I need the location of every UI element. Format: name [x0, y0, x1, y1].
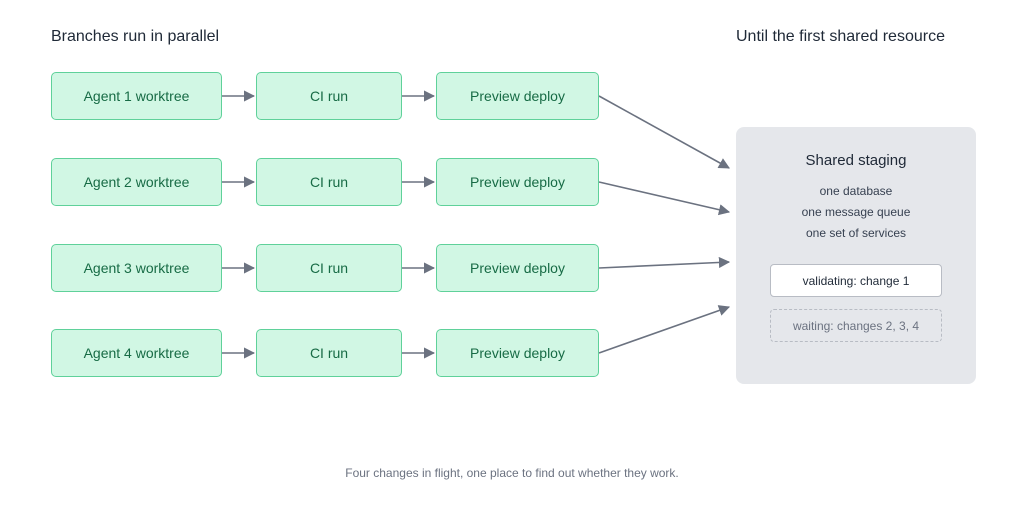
preview-deploy-node-2: Preview deploy — [436, 158, 599, 206]
ci-run-node-3: CI run — [256, 244, 402, 292]
ci-run-node-1: CI run — [256, 72, 402, 120]
resource-services: one set of services — [805, 226, 907, 240]
diagram-caption: Four changes in flight, one place to fin… — [345, 466, 679, 480]
left-heading: Branches run in parallel — [51, 28, 220, 45]
right-heading: Until the first shared resource — [736, 28, 945, 45]
shared-staging-panel: Shared staging one database one message … — [736, 127, 976, 384]
agent-1-worktree-node: Agent 1 worktree — [51, 72, 222, 120]
preview-deploy-node-3: Preview deploy — [436, 244, 599, 292]
arrow-preview-to-staging-1 — [598, 95, 730, 169]
preview-deploy-node-1: Preview deploy — [436, 72, 599, 120]
staging-title: Shared staging — [805, 152, 907, 169]
arrow-preview-to-staging-4 — [598, 305, 731, 354]
waiting-status: waiting: changes 2, 3, 4 — [770, 309, 942, 342]
resource-database: one database — [819, 184, 893, 198]
arrow-preview-to-staging-2 — [598, 181, 731, 216]
ci-run-node-4: CI run — [256, 329, 402, 377]
ci-run-node-2: CI run — [256, 158, 402, 206]
validating-status: validating: change 1 — [770, 264, 942, 297]
preview-deploy-node-4: Preview deploy — [436, 329, 599, 377]
arrow-preview-to-staging-3 — [598, 256, 731, 269]
agent-4-worktree-node: Agent 4 worktree — [51, 329, 222, 377]
resource-message-queue: one message queue — [801, 205, 911, 219]
agent-2-worktree-node: Agent 2 worktree — [51, 158, 222, 206]
agent-3-worktree-node: Agent 3 worktree — [51, 244, 222, 292]
